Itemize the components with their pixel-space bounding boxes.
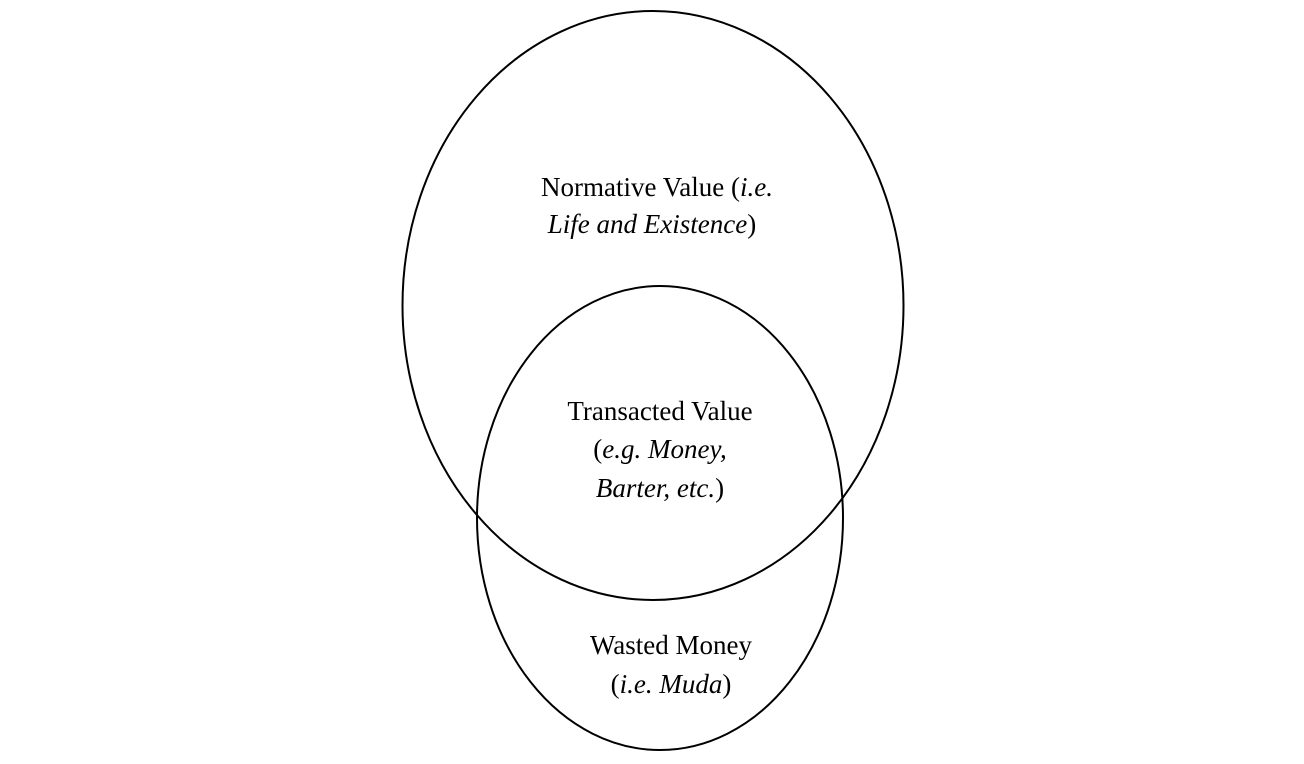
transacted-value-label-line3: Barter, etc.) bbox=[596, 473, 724, 503]
normative-value-ellipse bbox=[401, 10, 905, 601]
wasted-money-label-line2: (i.e. Muda) bbox=[611, 669, 732, 699]
transacted-value-ellipse bbox=[476, 285, 844, 751]
transacted-value-label-line2: (e.g. Money, bbox=[593, 434, 726, 464]
normative-value-label-line2: Life and Existence) bbox=[547, 209, 756, 239]
normative-value-label-line1: Normative Value (i.e. bbox=[541, 172, 773, 202]
wasted-money-label-line1: Wasted Money bbox=[590, 630, 753, 660]
transacted-value-label-line1: Transacted Value bbox=[567, 396, 752, 426]
